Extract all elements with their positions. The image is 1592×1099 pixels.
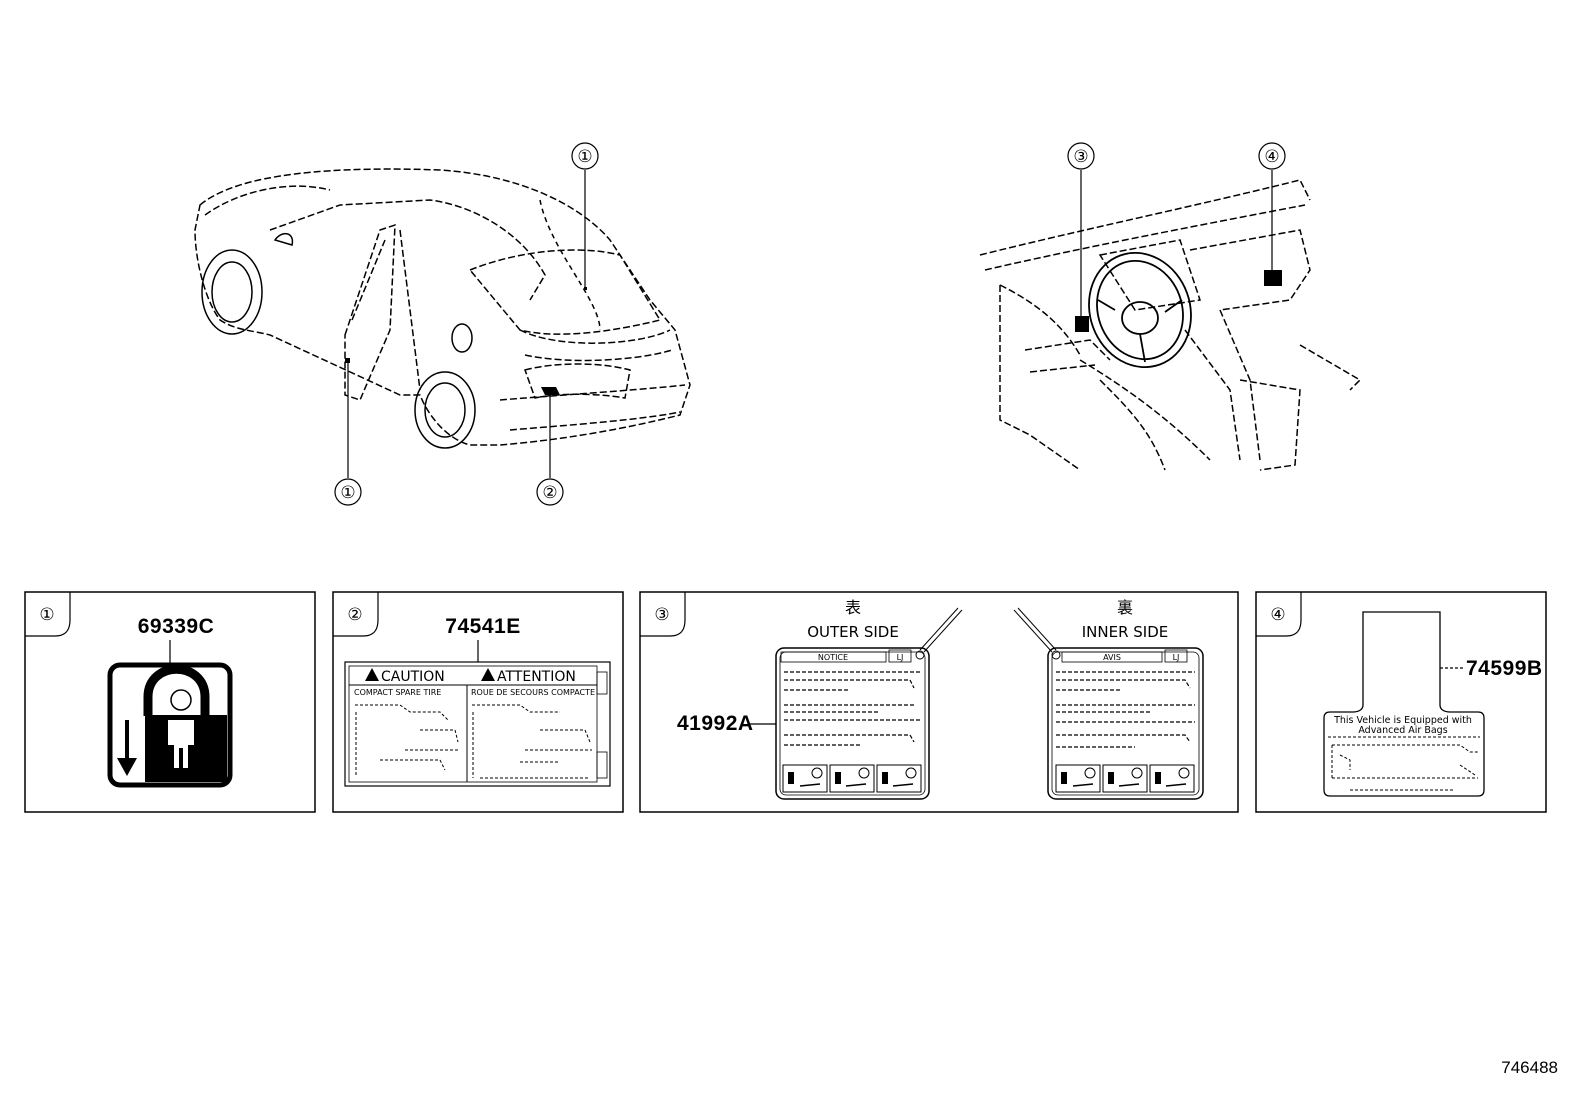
compact-spare-left: COMPACT SPARE TIRE — [354, 688, 441, 697]
panel-3-part-number: 41992A — [677, 712, 754, 735]
callout-3: ③ — [1073, 147, 1088, 167]
inner-side-kanji: 裏 — [1117, 598, 1133, 617]
interior-label-spot-4 — [1264, 270, 1282, 286]
airbag-line-1: This Vehicle is Equipped with — [1333, 715, 1472, 726]
caution-heading: CAUTION — [381, 669, 445, 685]
inner-tag-avis: AVIS — [1103, 653, 1121, 662]
panel-2-part-number: 74541E — [445, 615, 520, 638]
car-label-spot-1-door — [345, 358, 350, 363]
steering-wheel — [1088, 251, 1192, 369]
car-illustration — [194, 168, 691, 446]
panel-3-index: ③ — [654, 605, 669, 625]
outer-side-label: OUTER SIDE — [807, 623, 899, 641]
diagram-reference-number: 746488 — [1501, 1058, 1558, 1077]
interior-label-spot-3 — [1075, 316, 1089, 332]
panel-3: ③ 41992A 表 OUTER SIDE 裏 INNER SIDE NOTIC… — [639, 591, 1239, 813]
inner-side-tag: AVIS LJ — [1013, 607, 1204, 800]
callout-4: ④ — [1264, 147, 1279, 167]
outer-tag-notice: NOTICE — [818, 653, 848, 662]
panel-4-index: ④ — [1270, 605, 1285, 625]
inner-tag-code: LJ — [1173, 653, 1180, 662]
interior-illustration — [979, 179, 1362, 471]
interior-leader-lines — [1080, 170, 1273, 318]
callout-2: ② — [542, 483, 557, 503]
panel-2-index: ② — [347, 605, 362, 625]
car-label-spot-2 — [541, 387, 560, 395]
callout-1-top: ① — [577, 147, 592, 167]
panel-4: ④ 74599B This Vehicle is Equipped with A… — [1255, 591, 1547, 813]
outer-tag-code: LJ — [897, 653, 904, 662]
car-wheels — [201, 233, 476, 449]
panel-2: ② 74541E CAUTION ATTENTION COMPACT SPARE… — [332, 591, 624, 813]
inner-side-label: INNER SIDE — [1082, 623, 1169, 641]
airbag-label-outline — [1323, 611, 1485, 797]
airbag-line-2: Advanced Air Bags — [1358, 725, 1447, 736]
panel-1-index: ① — [39, 605, 54, 625]
panel-4-part-number: 74599B — [1466, 657, 1543, 680]
car-callouts — [334, 142, 599, 506]
attention-heading: ATTENTION — [497, 669, 576, 685]
panel-1-part-number: 69339C — [138, 615, 215, 638]
outer-side-tag: NOTICE LJ — [775, 607, 963, 800]
car-leader-lines — [347, 170, 586, 478]
panel-1: ① 69339C — [24, 591, 316, 813]
callout-1-bottom: ① — [340, 483, 355, 503]
compact-spare-right: ROUE DE SECOURS COMPACTE — [471, 688, 595, 697]
child-lock-icon — [107, 662, 233, 788]
outer-side-kanji: 表 — [845, 598, 861, 617]
car-label-spot-1-rear — [584, 287, 587, 290]
interior-callouts — [1067, 142, 1286, 170]
